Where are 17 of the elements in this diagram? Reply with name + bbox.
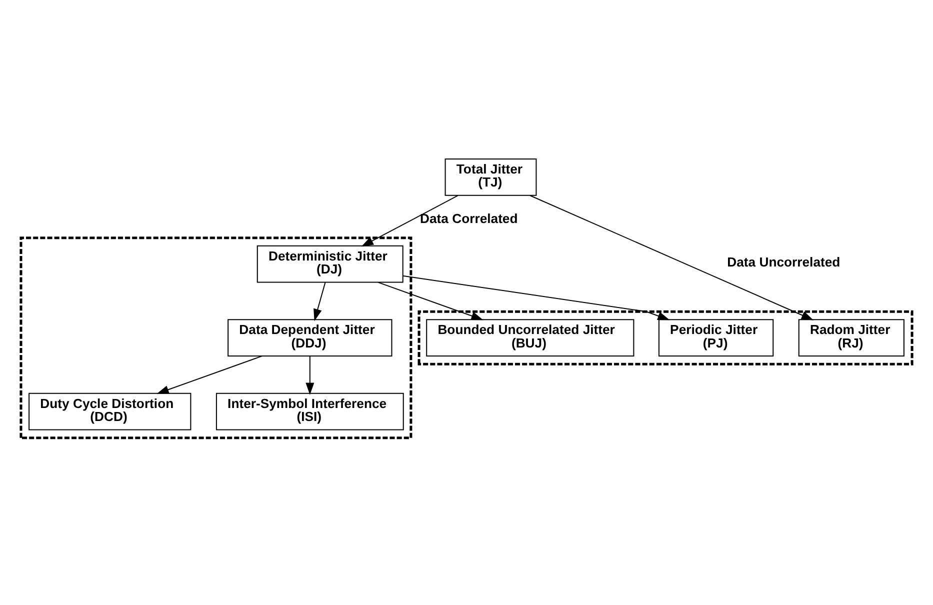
arrow <box>361 195 458 247</box>
arrow <box>402 275 670 320</box>
arrow <box>314 282 326 322</box>
node-box: Periodic Jitter (PJ) <box>658 319 774 357</box>
node-box: Bounded Uncorrelated Jitter (BUJ) <box>426 319 634 357</box>
node-box: Deterministic Jitter (DJ) <box>256 245 404 283</box>
node-box: Radom Jitter (RJ) <box>798 319 904 357</box>
arrow <box>156 356 262 394</box>
node-box: Data Dependent Jitter (DDJ) <box>228 319 392 357</box>
node-box: Inter-Symbol Interference (ISI) <box>216 392 404 430</box>
edge-label: Data Uncorrelated <box>727 254 840 270</box>
node-box: Total Jitter (TJ) <box>444 158 537 196</box>
edge-label: Data Correlated <box>420 211 518 226</box>
arrow <box>530 195 814 320</box>
node-box: Duty Cycle Distortion (DCD) <box>28 392 192 430</box>
arrow <box>378 282 484 320</box>
arrow <box>306 356 314 395</box>
